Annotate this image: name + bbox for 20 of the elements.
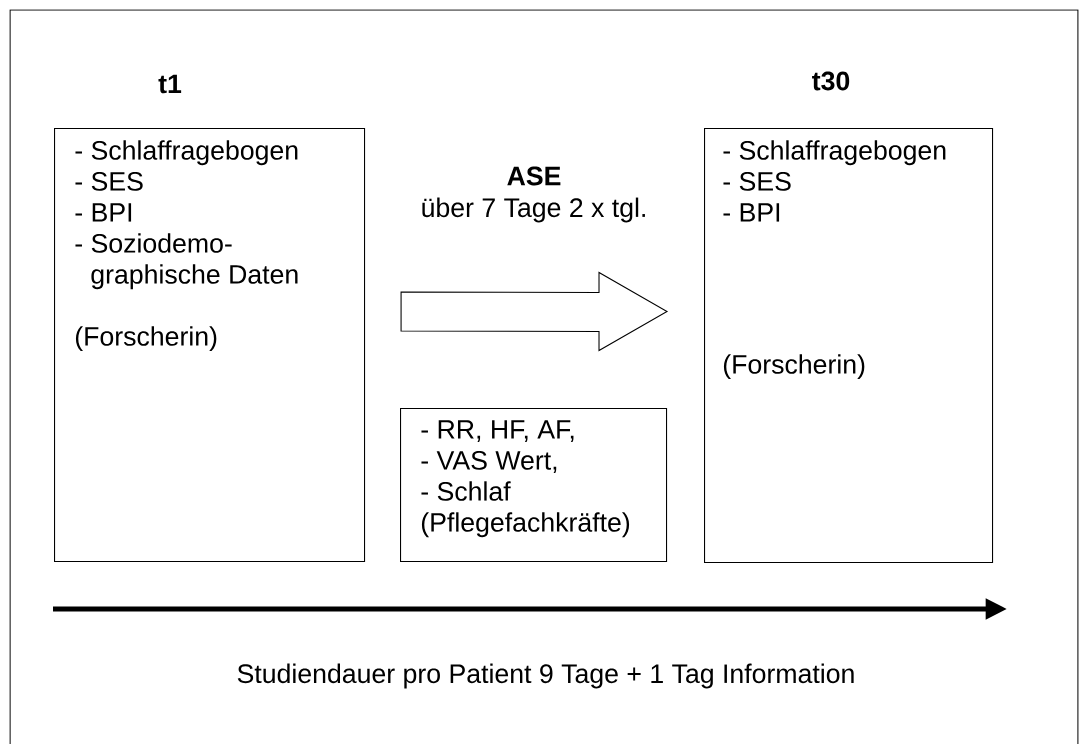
list-item: - Schlaffragebogen	[723, 140, 946, 166]
list-item: (Pflegefachkräfte)	[421, 512, 630, 538]
list-item: - BPI	[75, 203, 132, 222]
list-item: (Forscherin)	[75, 326, 217, 352]
list-item: - Schlaf	[421, 481, 511, 501]
caption-text: Studiendauer pro Patient 9 Tage + 1 Tag Information	[237, 663, 854, 689]
list-item: - Schlaffragebogen	[75, 140, 298, 166]
caption-text: über 7 Tage 2 x tgl.	[422, 197, 645, 223]
list-item: - SES	[723, 171, 791, 191]
measurement-box	[400, 408, 668, 563]
list-item: (Forscherin)	[723, 354, 865, 380]
list-item: - BPI	[723, 203, 780, 222]
block-arrow	[400, 271, 669, 352]
list-item: - Soziodemo- graphische Daten	[75, 233, 298, 290]
heading-label: t1	[158, 74, 182, 94]
list-item: - SES	[75, 171, 143, 191]
heading-label: t30	[812, 71, 850, 91]
caption-text: ASE	[507, 166, 561, 186]
list-item: - RR, HF, AF,	[421, 420, 574, 442]
list-item: - VAS Wert,	[421, 451, 557, 473]
